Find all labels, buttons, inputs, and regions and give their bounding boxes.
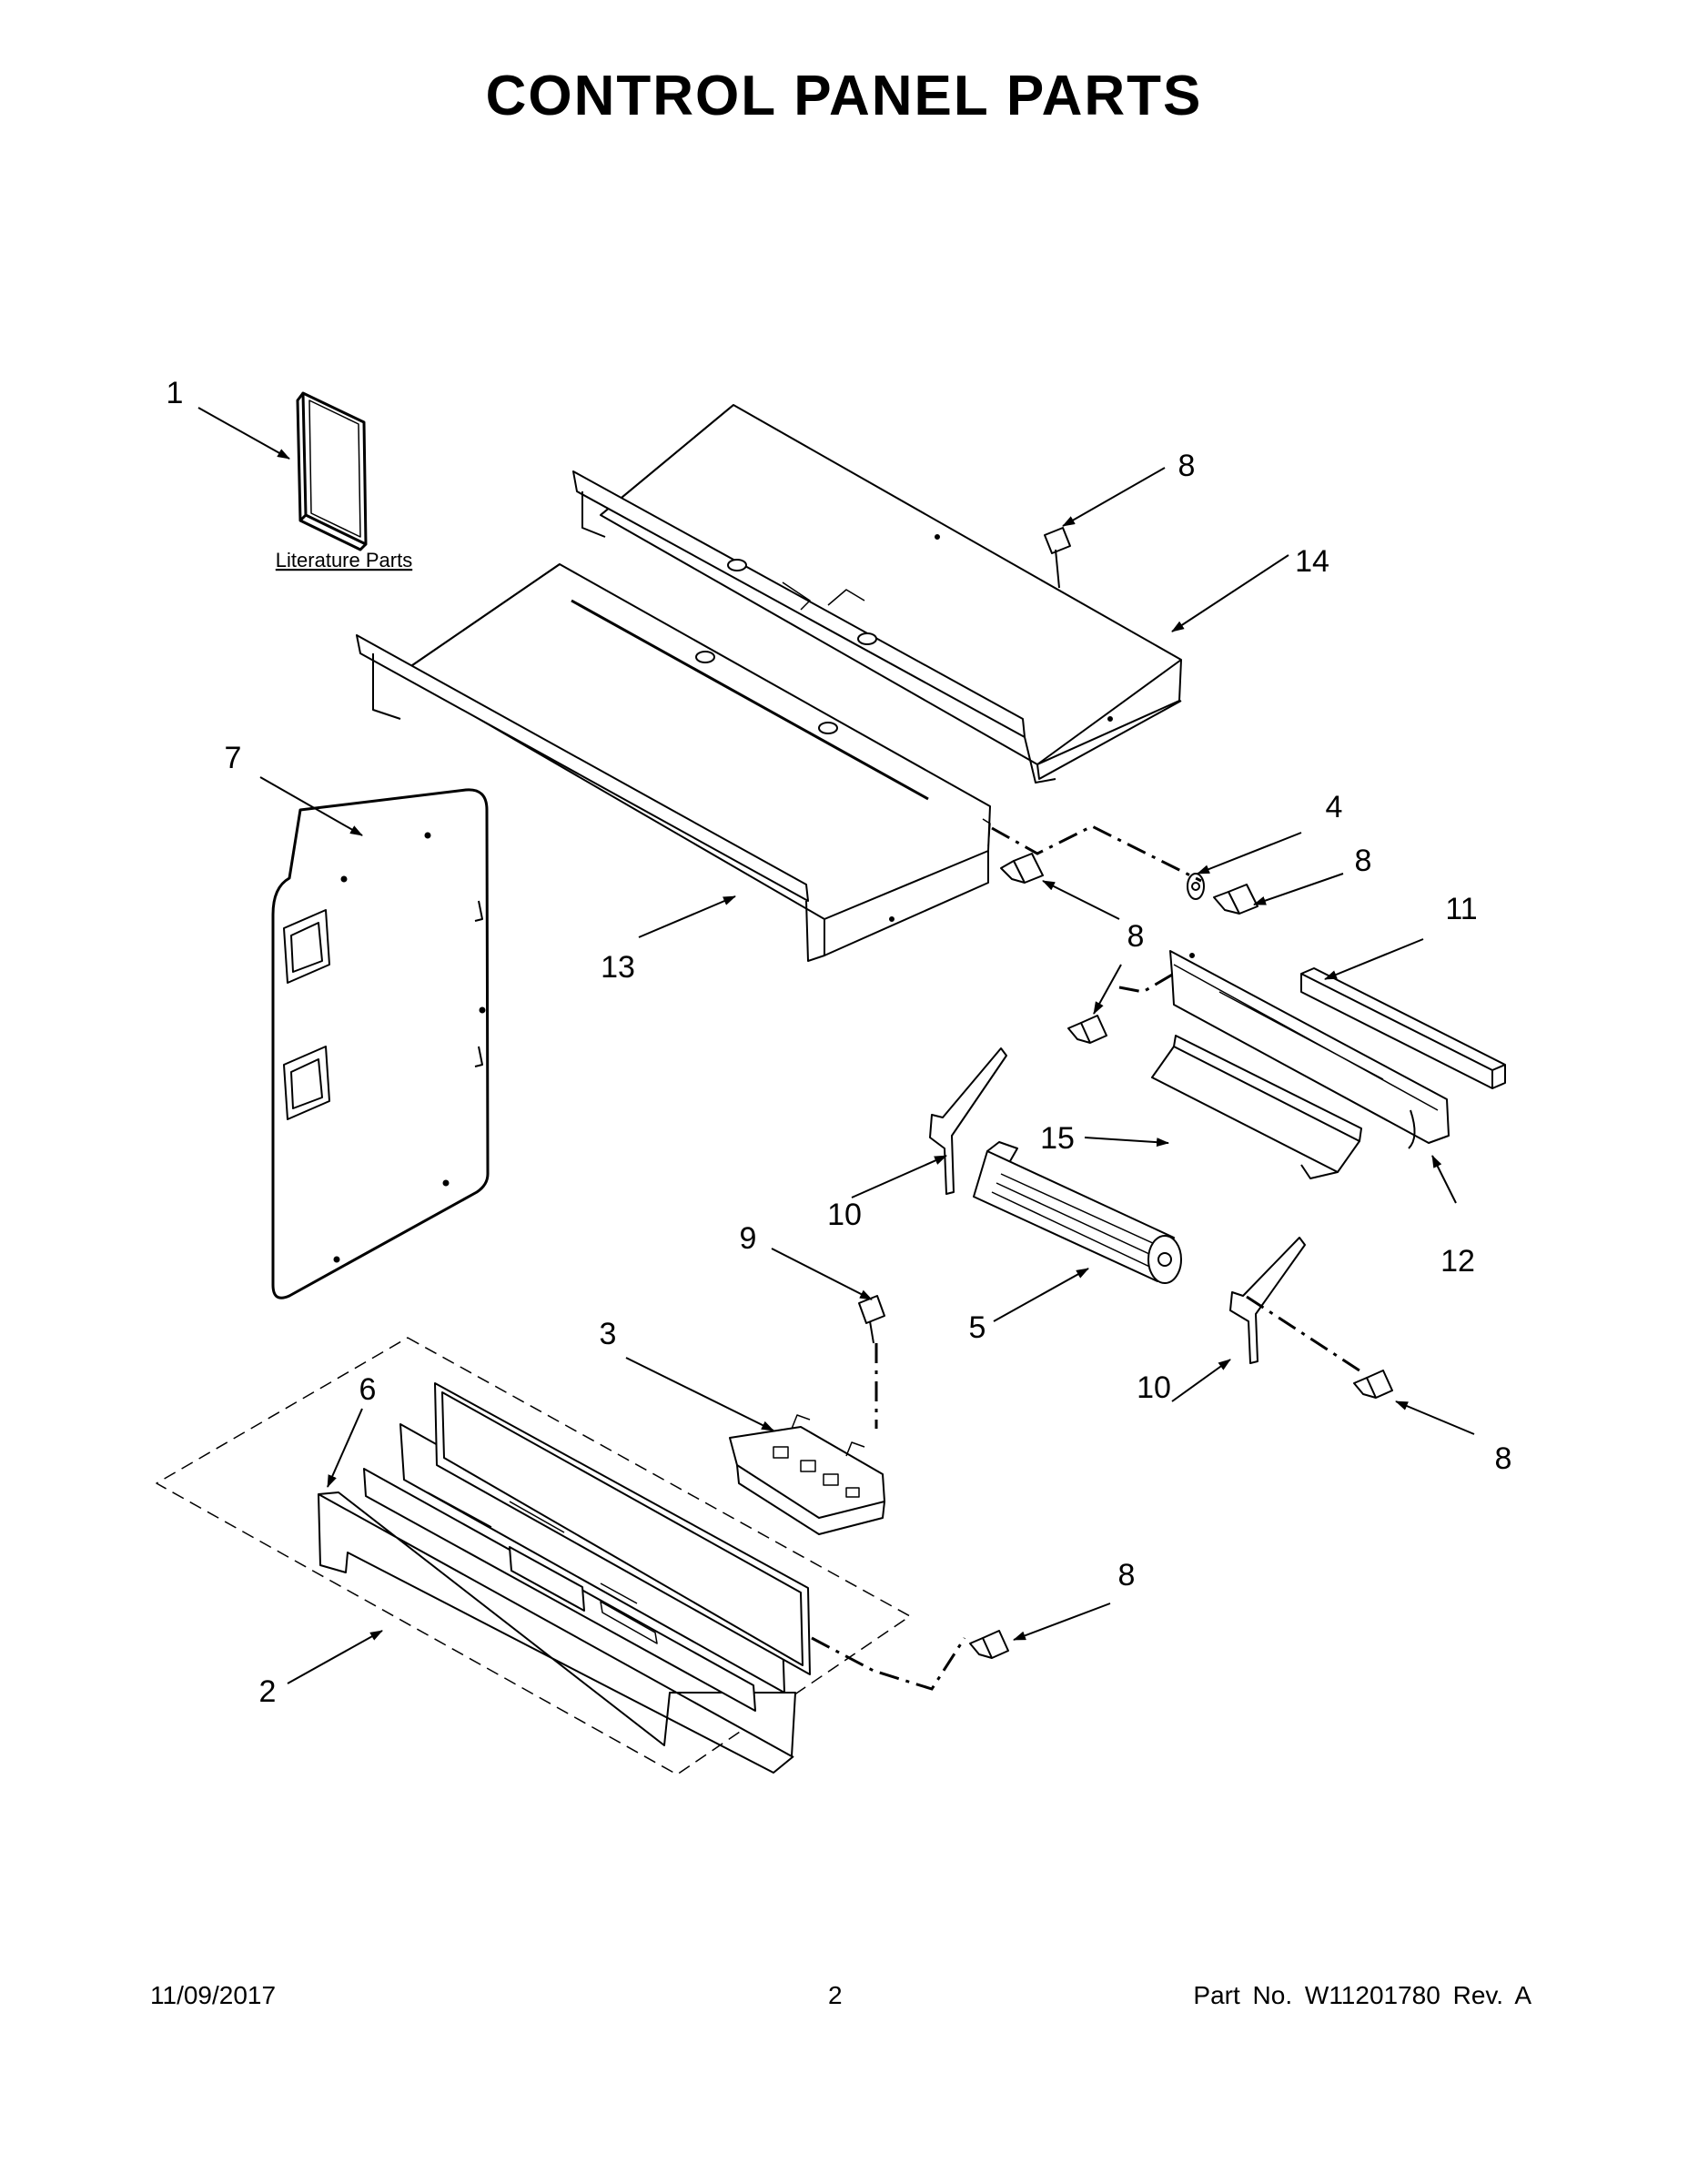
callout-3: 3 (600, 1317, 617, 1351)
control-board-part (729, 1414, 885, 1535)
footer-date: 11/09/2017 (150, 1981, 277, 2009)
page-title: CONTROL PANEL PARTS (485, 65, 1203, 127)
footer-page-number: 2 (828, 1981, 843, 2009)
screw-lower-right-part (1353, 1370, 1393, 1399)
leader-arrows (197, 407, 1475, 1684)
rear-bracket-part (1169, 950, 1450, 1149)
strip-part (1300, 967, 1506, 1089)
footer-part-number: Part No. W11201780 Rev. A (1193, 1981, 1531, 2009)
callout-1: 1 (167, 376, 184, 410)
callout-14: 14 (1295, 544, 1329, 579)
screw-board-part (858, 1295, 885, 1344)
callout-11: 11 (1445, 892, 1477, 926)
callout-8-bottom: 8 (1118, 1558, 1136, 1592)
lower-panel-tray-part (356, 563, 991, 962)
callout-8-bracket: 8 (1127, 919, 1145, 954)
screw-bracket-part (1067, 1015, 1107, 1044)
upper-panel-cover-part (572, 404, 1182, 784)
callout-12: 12 (1440, 1244, 1475, 1279)
blower-part (973, 1141, 1182, 1284)
washer-part (1187, 873, 1205, 900)
callout-7: 7 (225, 741, 242, 775)
literature-parts-label: Literature Parts (276, 549, 412, 571)
callout-8-mid-right: 8 (1355, 844, 1372, 878)
deflector-part (1151, 1035, 1362, 1179)
callout-2: 2 (259, 1674, 277, 1709)
screw-top-part (1044, 527, 1071, 589)
control-panel-assembly-part (156, 1337, 911, 1775)
callout-6: 6 (359, 1372, 377, 1407)
side-panel-part (271, 788, 490, 1299)
literature-booklet-part (296, 391, 368, 551)
callout-10-right: 10 (1137, 1370, 1171, 1405)
screw-mid-left-part (1000, 853, 1044, 884)
callout-13: 13 (601, 950, 635, 985)
bracket-right-part (1229, 1237, 1306, 1364)
callout-9: 9 (740, 1221, 757, 1256)
callout-8-lower-right: 8 (1495, 1441, 1512, 1476)
callout-10-left: 10 (827, 1198, 862, 1232)
screw-mid-right-part (1213, 884, 1258, 915)
callout-15: 15 (1040, 1121, 1075, 1156)
screw-bottom-part (969, 1630, 1009, 1659)
assembly-lines (811, 824, 1366, 1691)
bracket-left-part (929, 1047, 1007, 1195)
callout-8-top: 8 (1178, 449, 1196, 483)
callout-4: 4 (1326, 790, 1343, 824)
callout-5: 5 (969, 1310, 986, 1345)
